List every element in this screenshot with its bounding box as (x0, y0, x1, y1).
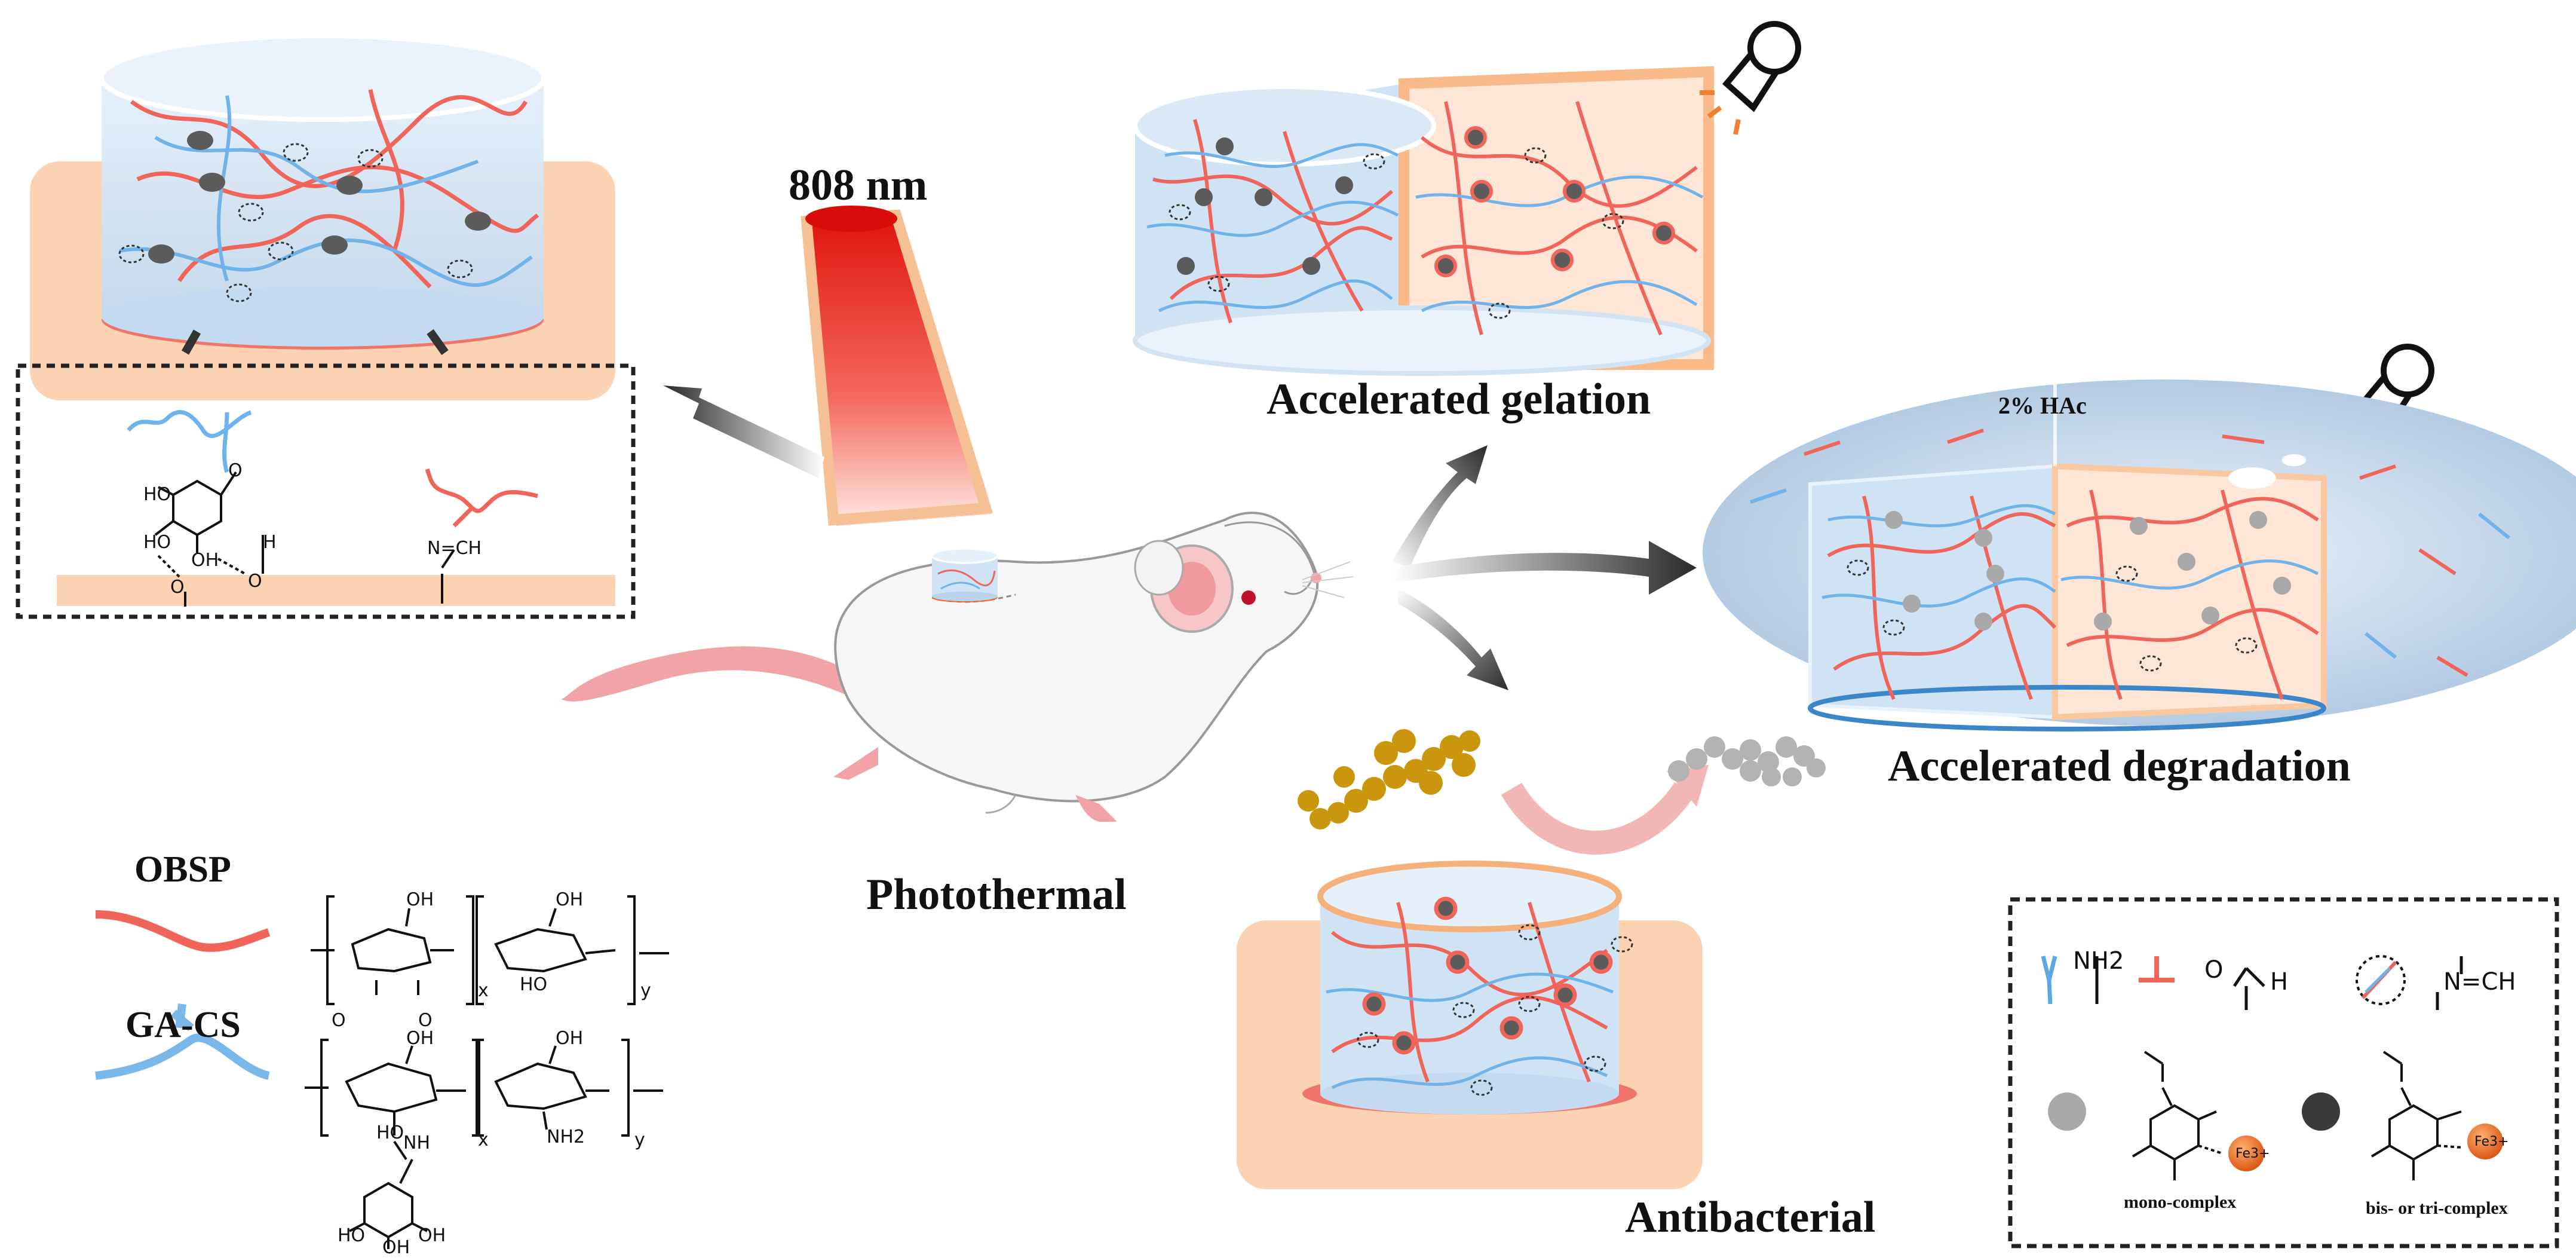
adhesion-panel (16, 33, 636, 619)
transition-arrow (1501, 782, 1695, 855)
arrow-to-gelation (1392, 445, 1488, 568)
legend-fe-mono: Fe3+ (2235, 1146, 2270, 1161)
catechol-h-label: H (263, 532, 277, 553)
obsp-line (95, 910, 271, 952)
obsp-o-label: O (332, 1010, 346, 1031)
gacs-line (95, 1033, 270, 1080)
obsp-oh2-label: OH (406, 889, 434, 910)
flashlight-icon (1700, 21, 1801, 135)
legend-mono: mono-complex (2124, 1192, 2237, 1212)
obsp-x-sub: x (478, 980, 489, 1001)
imine-label: N=CH (427, 538, 482, 559)
legend-bis: bis- or tri-complex (2366, 1198, 2508, 1218)
antibacterial-label: Antibacterial (1625, 1193, 1876, 1242)
legend-imine: N=CH (2443, 968, 2516, 996)
gacs-nh2-label: NH2 (547, 1127, 585, 1147)
hac-label: 2% HAc (1998, 392, 2087, 419)
photothermal-label: Photothermal (866, 870, 1127, 919)
bacteria-dead (1668, 736, 1826, 786)
bacteria-live (1298, 729, 1480, 830)
zoom-box (16, 363, 636, 619)
gacs-ho2-label: HO (338, 1225, 366, 1246)
skin-surface (57, 575, 615, 606)
catechol-oh-label: OH (191, 550, 219, 571)
wavelength-label: 808 nm (789, 161, 928, 210)
gacs-nh-label: NH (403, 1132, 430, 1153)
degradation-label: Accelerated degradation (1888, 742, 2351, 791)
symbol-legend (2008, 897, 2559, 1248)
obsp-y-sub: y (640, 980, 651, 1001)
gacs-y-sub: y (634, 1130, 645, 1150)
gacs-label: GA-CS (125, 1005, 241, 1045)
gacs-ho-label: HO (376, 1122, 404, 1143)
arrow-to-antibacterial (1398, 589, 1508, 690)
gacs-oh-label: OH (406, 1028, 434, 1049)
obsp-ho-label: HO (520, 974, 548, 995)
gelation-label: Accelerated gelation (1266, 375, 1651, 424)
legend-aldehyde-o: O (2204, 956, 2224, 984)
obsp-o2-label: O (418, 1010, 433, 1031)
catechol-ho-label: HO (143, 484, 171, 505)
gacs-oh4-label: OH (418, 1225, 446, 1246)
laser-icon (801, 206, 993, 526)
skin-o-label: O (170, 577, 185, 598)
legend-aldehyde-h: H (2270, 968, 2289, 996)
gel-cylinder-topleft (99, 33, 546, 347)
gelation-panel (1133, 66, 1714, 376)
gacs-oh3-label: OH (382, 1237, 410, 1258)
legend-amine: NH2 (2073, 947, 2124, 975)
antibacterial-panel (1237, 729, 1826, 1189)
catechol-o-label: O (228, 460, 243, 481)
catechol-ho2-label: HO (143, 532, 171, 553)
degradation-panel (1703, 379, 2576, 731)
legend-fe-bis: Fe3+ (2474, 1134, 2509, 1149)
mouse-illustration (562, 512, 1354, 822)
gacs-oh2-label: OH (556, 1028, 584, 1049)
catechol-structure (127, 410, 538, 607)
polymer-legend (95, 895, 669, 1249)
obsp-label: OBSP (134, 849, 231, 890)
skin-o2-label: O (248, 571, 262, 592)
arrow-to-degradation (1392, 541, 1697, 595)
gacs-x-sub: x (478, 1130, 489, 1150)
obsp-oh-label: OH (556, 889, 584, 910)
arrow-to-adhesion (663, 385, 824, 478)
